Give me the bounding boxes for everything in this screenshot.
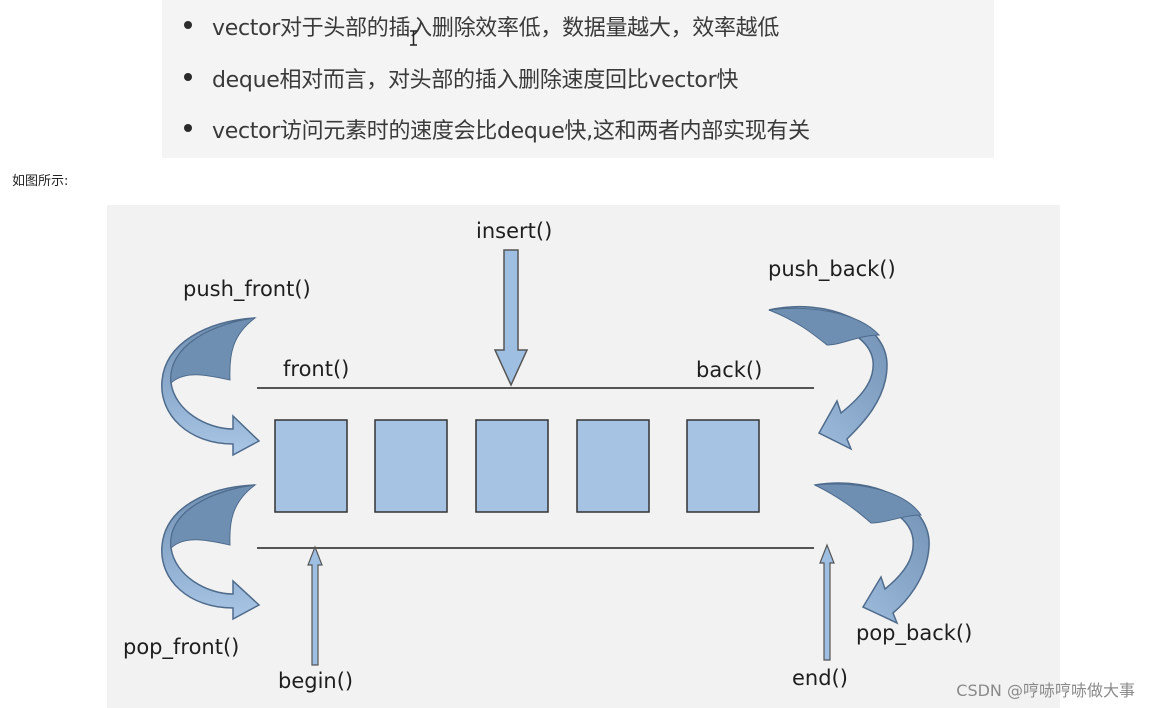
caption: 如图所示: [12,174,69,189]
end-label: end() [792,666,848,690]
front-label: front() [283,357,350,381]
bullet-text-3: vector访问元素时的速度会比deque快,这和两者内部实现有关 [212,119,810,144]
deque-diagram-graphic [161,249,930,666]
begin-arrow-icon [307,545,323,666]
insert-arrow-icon [493,249,529,387]
bullet-dot-icon [184,124,192,132]
deque-cell-4 [576,419,650,513]
deque-cell-3 [475,419,549,513]
text-cursor-icon [410,30,417,46]
begin-label: begin() [278,669,354,693]
pop-front-label: pop_front() [123,635,240,659]
watermark: CSDN @哼哧哼哧做大事 [956,681,1135,700]
deque-cell-1 [274,419,348,513]
bullet-dot-icon [184,73,192,81]
pop-back-arrow-shade [813,483,922,524]
insert-label: insert() [476,219,553,243]
pop-front-arrow-shade [170,484,257,550]
push-back-arrow-shade [768,307,881,346]
push-front-label: push_front() [183,277,311,301]
push-back-label: push_back() [768,257,896,281]
deque-cell-2 [374,419,448,513]
deque-diagram: insert() push_front() push_back() front(… [107,205,1060,708]
bullet-text-1: vector对于头部的插入删除效率低，数据量越大，效率越低 [212,16,780,41]
end-arrow-icon [819,543,835,661]
deque-cell-5 [686,419,760,513]
bullet-text-2: deque相对而言，对头部的插入删除速度回比vector快 [212,68,739,93]
back-label: back() [696,358,763,382]
bullet-dot-icon [184,21,192,29]
bullet-panel: vector对于头部的插入删除效率低，数据量越大，效率越低 deque相对而言，… [162,0,994,158]
deque-cells [274,419,760,513]
push-front-arrow-shade [170,317,257,385]
pop-back-label: pop_back() [856,621,973,645]
